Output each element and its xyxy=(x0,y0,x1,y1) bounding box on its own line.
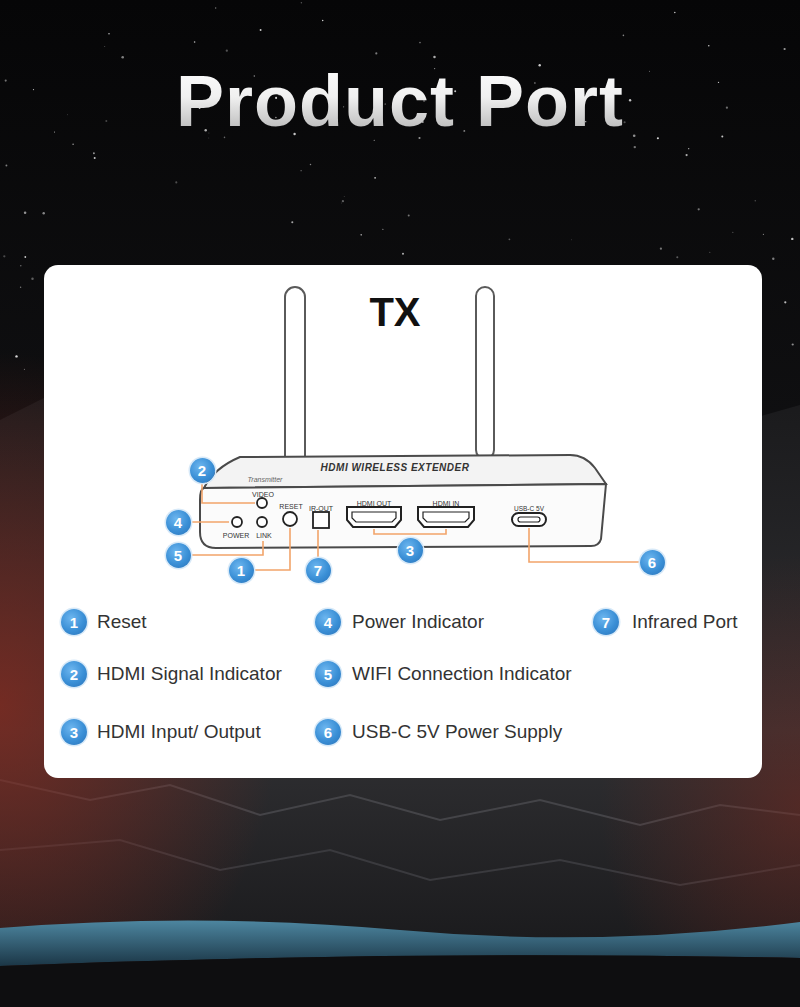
port-label: HDMI OUT xyxy=(357,500,392,508)
callout-number: 4 xyxy=(166,510,191,535)
port-label: IR-OUT xyxy=(309,505,333,513)
hdmi-out-port xyxy=(352,512,396,522)
callout-digit: 2 xyxy=(70,667,78,682)
legend-text: HDMI Input/ Output xyxy=(97,721,261,743)
callout-number: 6 xyxy=(640,550,665,575)
callout-number: 4 xyxy=(315,609,341,635)
title-holder: Product Port xyxy=(0,60,800,142)
callout-digit: 6 xyxy=(648,555,656,570)
callout-digit: 2 xyxy=(198,463,206,478)
label-holder: TX xyxy=(369,289,420,335)
leader-line xyxy=(374,529,446,534)
label-holder: LINK xyxy=(256,524,272,542)
device-front xyxy=(200,484,606,548)
port-label: VIDEO xyxy=(252,491,274,499)
callout-number: 6 xyxy=(315,719,341,745)
port-label: POWER xyxy=(223,532,249,540)
label-holder: IR-OUT xyxy=(309,497,333,515)
port-label: HDMI IN xyxy=(433,500,460,508)
callout-digit: 4 xyxy=(174,515,182,530)
callout-number: 7 xyxy=(593,609,619,635)
legend-text: Power Indicator xyxy=(352,611,484,633)
port-label: USB-C 5V xyxy=(514,505,544,512)
callout-digit: 5 xyxy=(324,667,332,682)
label-holder: RESET xyxy=(279,495,302,513)
callout-digit: 1 xyxy=(70,615,78,630)
label-holder: VIDEO xyxy=(252,483,274,501)
legend-text: WIFI Connection Indicator xyxy=(352,663,572,685)
callout-digit: 3 xyxy=(70,725,78,740)
link-led xyxy=(257,517,267,527)
label-holder: USB-C 5V Power Supply xyxy=(352,721,562,743)
callout-digit: 5 xyxy=(174,548,182,563)
label-holder: Transmitter xyxy=(248,468,283,486)
video-led xyxy=(257,498,267,508)
hdmi-out-port xyxy=(347,507,401,527)
callout-digit: 6 xyxy=(324,725,332,740)
legend-text: Infrared Port xyxy=(632,611,738,633)
callout-number: 3 xyxy=(61,719,87,745)
device-top xyxy=(204,455,606,488)
legend-text: USB-C 5V Power Supply xyxy=(352,721,562,743)
label-holder: HDMI WIRELESS EXTENDER xyxy=(321,457,470,475)
device-name: HDMI WIRELESS EXTENDER xyxy=(321,462,470,474)
leader-lines xyxy=(191,483,639,570)
power-led xyxy=(232,517,242,527)
label-holder: USB-C 5V xyxy=(514,497,544,515)
leader-line xyxy=(202,483,255,503)
leader-line xyxy=(529,528,639,562)
leader-line xyxy=(253,528,290,570)
page-title: Product Port xyxy=(176,60,624,142)
label-holder: HDMI Signal Indicator xyxy=(97,663,282,685)
callout-number: 5 xyxy=(166,543,191,568)
label-holder: HDMI OUT xyxy=(357,492,392,510)
callout-number: 7 xyxy=(306,558,331,583)
label-holder: HDMI Input/ Output xyxy=(97,721,261,743)
usb-c-port xyxy=(512,513,546,526)
label-holder: Power Indicator xyxy=(352,611,484,633)
usb-c-port xyxy=(518,517,540,522)
label-holder: Reset xyxy=(97,611,147,633)
legend-text: HDMI Signal Indicator xyxy=(97,663,282,685)
label-holder: WIFI Connection Indicator xyxy=(352,663,572,685)
callout-digit: 4 xyxy=(324,615,332,630)
foreground-rocks xyxy=(0,955,800,1007)
antenna xyxy=(476,287,494,459)
callout-number: 2 xyxy=(61,661,87,687)
label-holder: POWER xyxy=(223,524,249,542)
ir-port xyxy=(313,512,329,528)
legend-text: Reset xyxy=(97,611,147,633)
hdmi-in-port xyxy=(418,507,474,527)
callout-number: 2 xyxy=(190,458,215,483)
callout-number: 5 xyxy=(315,661,341,687)
leader-line xyxy=(191,521,229,523)
callout-digit: 1 xyxy=(237,563,245,578)
port-label: RESET xyxy=(279,503,302,511)
callout-digit: 7 xyxy=(314,563,322,578)
label-holder: Infrared Port xyxy=(632,611,738,633)
antenna xyxy=(285,287,305,472)
leader-line xyxy=(191,541,263,555)
label-holder: HDMI IN xyxy=(433,492,460,510)
device-label: TX xyxy=(369,289,420,335)
callout-digit: 3 xyxy=(406,543,414,558)
callout-number: 3 xyxy=(398,538,423,563)
hdmi-in-port xyxy=(423,512,469,522)
port-label: LINK xyxy=(256,532,272,540)
leader-line xyxy=(317,530,319,557)
callout-number: 1 xyxy=(229,558,254,583)
callout-number: 1 xyxy=(61,609,87,635)
reset-button xyxy=(283,512,297,526)
device-subtitle: Transmitter xyxy=(248,476,283,484)
callout-digit: 7 xyxy=(602,615,610,630)
